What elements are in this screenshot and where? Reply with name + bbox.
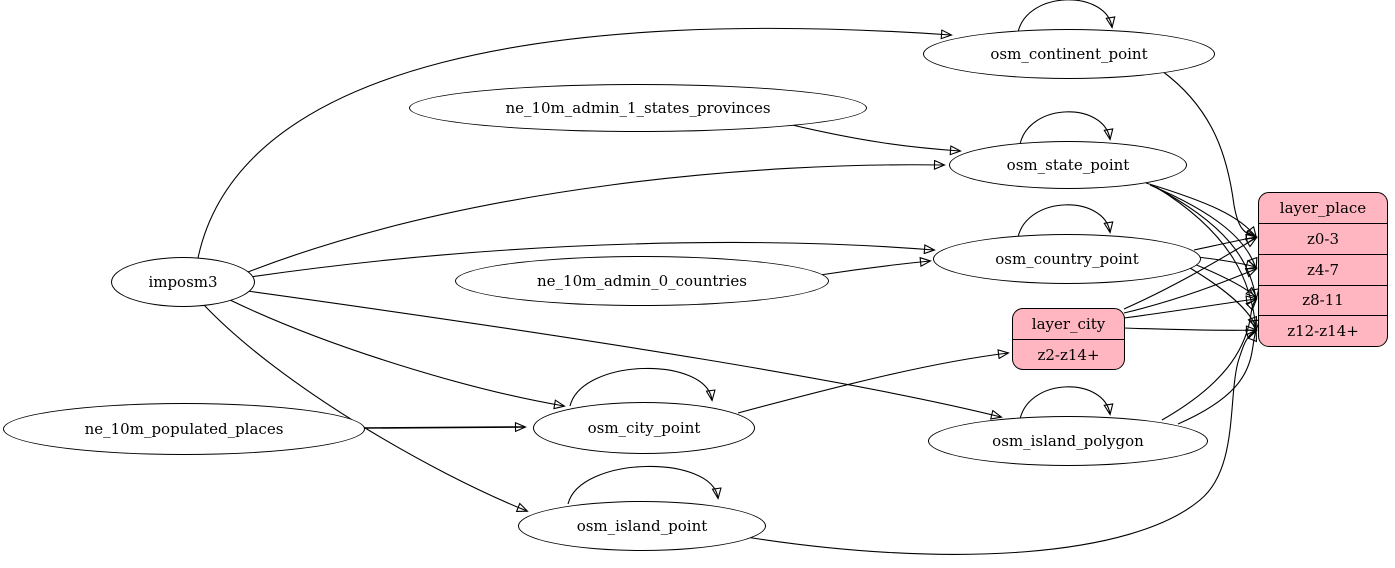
node-ne-10m-populated-places: ne_10m_populated_places bbox=[3, 403, 365, 455]
node-osm-island-polygon: osm_island_polygon bbox=[928, 416, 1208, 466]
record-row-z4-7: z4-7 bbox=[1259, 253, 1387, 285]
edge-ne_10m_populated_places-osm_city_point bbox=[362, 427, 525, 428]
node-ne-10m-admin-1-states-provinces: ne_10m_admin_1_states_provinces bbox=[409, 84, 867, 132]
node-osm-country-point: osm_country_point bbox=[933, 234, 1201, 284]
edge-osm_island_polygon-layer_place-z8-11 bbox=[1161, 300, 1256, 421]
edge-imposm3-osm_city_point bbox=[229, 299, 564, 406]
node-ne-10m-admin-0-countries: ne_10m_admin_0_countries bbox=[455, 256, 829, 306]
node-osm-island-point: osm_island_point bbox=[518, 501, 766, 551]
edge-imposm3-osm_continent_point bbox=[197, 27, 951, 259]
edge-osm_city_point-layer_city-z2-z14 bbox=[737, 353, 1008, 414]
edge-layer_city-layer_place-z12-z14 bbox=[1123, 328, 1256, 330]
node-label: osm_country_point bbox=[995, 249, 1139, 268]
node-label: osm_city_point bbox=[587, 418, 701, 437]
self-loop-osm_continent_point bbox=[1017, 0, 1112, 33]
self-loop-osm_state_point bbox=[1019, 111, 1110, 145]
edge-imposm3-osm_country_point bbox=[249, 241, 934, 278]
record-title: layer_city bbox=[1031, 315, 1106, 333]
edge-layer_city-layer_place-z4-7 bbox=[1123, 269, 1256, 314]
node-osm-state-point: osm_state_point bbox=[949, 141, 1187, 189]
edge-osm_country_point-layer_place-z4-7 bbox=[1196, 256, 1256, 267]
record-title: layer_place bbox=[1279, 199, 1367, 217]
record-row-z12-z14: z12-z14+ bbox=[1259, 315, 1387, 346]
record-rows: z0-3 z4-7 z8-11 z12-z14+ bbox=[1259, 223, 1387, 346]
edge-osm_state_point-layer_place-z4-7 bbox=[1149, 184, 1256, 268]
edge-layer_city-layer_place-z0-3 bbox=[1123, 238, 1256, 310]
edge-osm_state_point-layer_place-z12-z14 bbox=[1155, 186, 1256, 330]
node-label: osm_island_point bbox=[576, 516, 708, 535]
edge-osm_state_point-layer_place-z0-3 bbox=[1145, 182, 1256, 237]
edge-osm_country_point-layer_place-z12-z14 bbox=[1189, 267, 1256, 327]
edge-osm_island_point-layer_place-z12-z14 bbox=[745, 331, 1256, 555]
record-row-z8-11: z8-11 bbox=[1259, 284, 1387, 316]
record-rows: z2-z14+ bbox=[1013, 339, 1124, 369]
edge-imposm3-osm_state_point bbox=[247, 165, 944, 273]
node-imposm3: imposm3 bbox=[111, 257, 255, 307]
node-label: osm_state_point bbox=[1006, 155, 1130, 174]
node-osm-continent-point: osm_continent_point bbox=[923, 29, 1215, 79]
edge-imposm3-osm_island_polygon bbox=[246, 290, 1001, 417]
record-row-z0-3: z0-3 bbox=[1259, 223, 1387, 254]
node-label: osm_island_polygon bbox=[992, 431, 1144, 450]
self-loop-osm_city_point bbox=[569, 367, 712, 407]
node-label: ne_10m_populated_places bbox=[84, 419, 284, 438]
node-label: ne_10m_admin_0_countries bbox=[537, 271, 747, 290]
node-label: ne_10m_admin_1_states_provinces bbox=[505, 98, 771, 117]
self-loop-osm_country_point bbox=[1017, 204, 1110, 238]
edge-osm_continent_point-layer_place-z0-3 bbox=[1161, 70, 1256, 237]
record-layer-city: layer_city z2-z14+ bbox=[1012, 308, 1125, 370]
self-loop-osm_island_point bbox=[567, 465, 718, 505]
edge-ne_10m_admin_1_states_provinces-osm_state_point bbox=[787, 123, 960, 151]
record-row-z2-z14: z2-z14+ bbox=[1013, 339, 1124, 369]
record-layer-place: layer_place z0-3 z4-7 z8-11 z12-z14+ bbox=[1258, 192, 1388, 347]
edge-ne_10m_admin_0_countries-osm_country_point bbox=[819, 261, 930, 276]
node-label: osm_continent_point bbox=[990, 44, 1148, 63]
edge-osm_country_point-layer_place-z8-11 bbox=[1193, 263, 1256, 297]
node-osm-city-point: osm_city_point bbox=[533, 402, 755, 454]
self-loop-osm_island_polygon bbox=[1019, 386, 1110, 420]
node-label: imposm3 bbox=[148, 272, 218, 291]
